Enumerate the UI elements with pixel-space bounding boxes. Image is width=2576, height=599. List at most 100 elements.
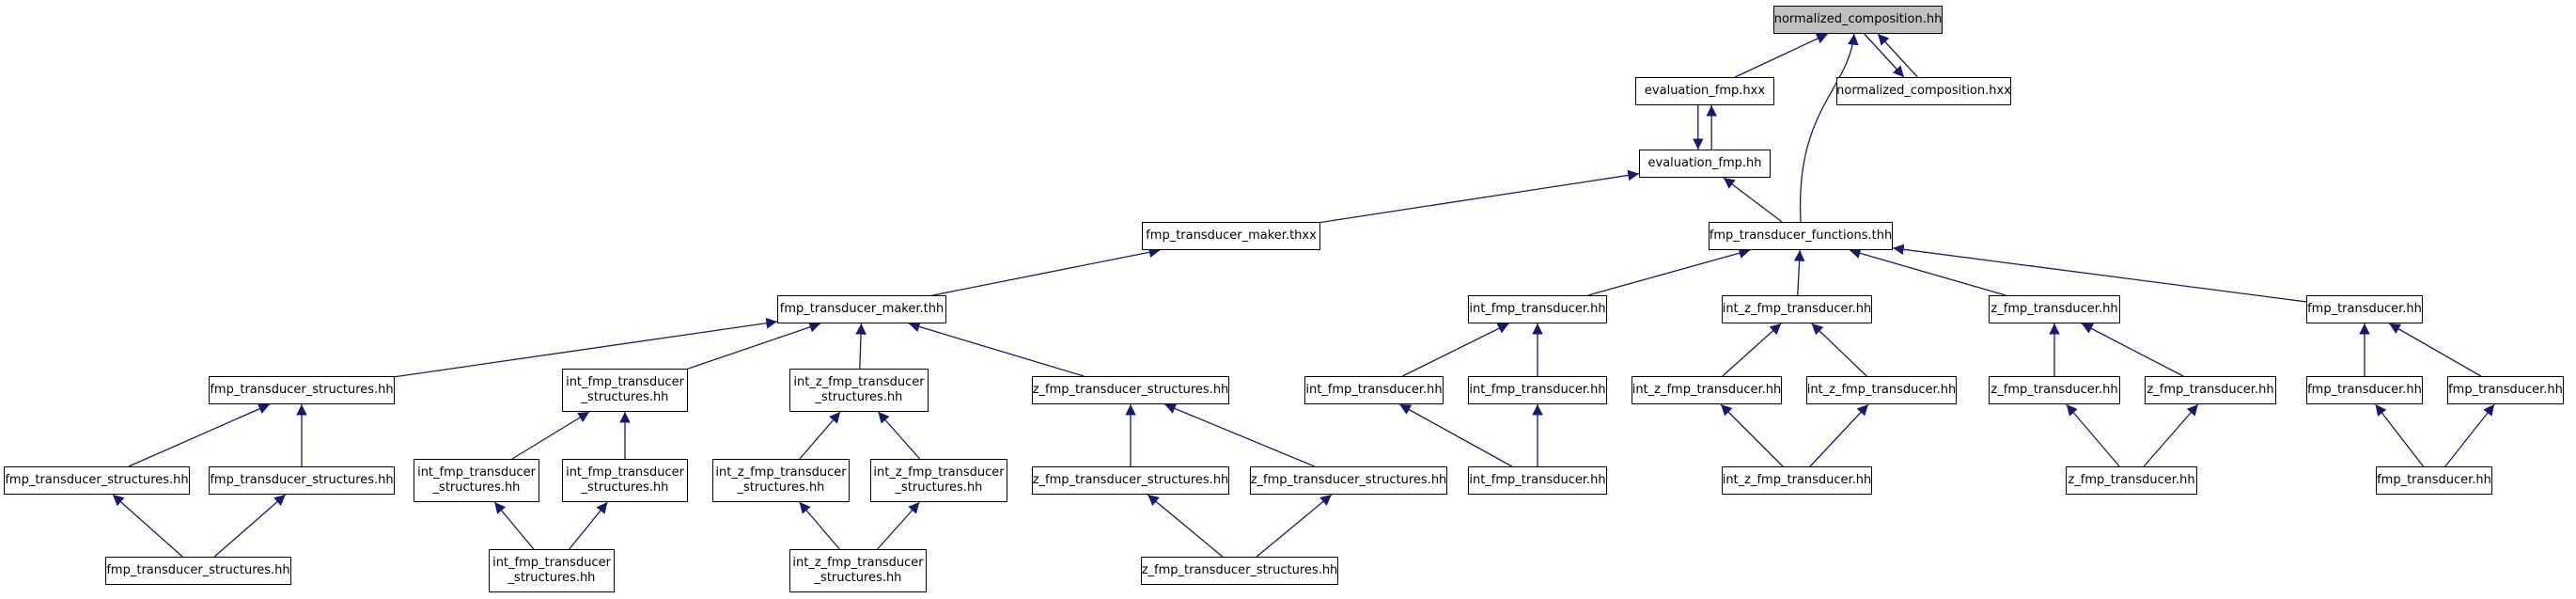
node-fmp-transducer-functions-thh[interactable]: fmp_transducer_functions.thh [1709, 222, 1893, 250]
edge-n33-to-n19 [2066, 403, 2120, 467]
node-label: int_z_fmp_transducer.hh [1806, 383, 1957, 397]
node-label: int_z_fmp_transducer.hh [1722, 302, 1872, 316]
edge-n14-to-n6 [908, 321, 1085, 377]
node-z-fmp-transducer-structures-hh[interactable]: z_fmp_transducer_structures.hh [1032, 466, 1229, 495]
node-z-fmp-transducer-structures-hh[interactable]: z_fmp_transducer_structures.hh [1032, 376, 1229, 404]
node-int-z-fmp-transducer-hh[interactable]: int_z_fmp_transducer.hh [1806, 376, 1957, 404]
edge-n5-to-n3 [1723, 177, 1783, 223]
node-fmp-transducer-structures-hh[interactable]: fmp_transducer_structures.hh [4, 466, 190, 495]
node-int-fmp-transducer-structures-hh[interactable]: int_fmp_transducer_structures.hh [562, 369, 688, 412]
node-int-z-fmp-transducer-hh[interactable]: int_z_fmp_transducer.hh [1722, 295, 1872, 323]
node-label: int_z_fmp_transducer.hh [1631, 383, 1782, 397]
node-label: fmp_transducer.hh [2307, 383, 2422, 397]
edge-n30-to-n14 [1164, 403, 1315, 467]
node-label: fmp_transducer.hh [2448, 383, 2563, 397]
edge-n36-to-n26 [569, 501, 608, 550]
node-label-line2: _structures.hh [581, 390, 669, 404]
node-label: int_z_fmp_transducer [715, 465, 847, 480]
node-int-fmp-transducer-hh[interactable]: int_fmp_transducer.hh [1468, 466, 1607, 495]
node-normalized-composition-hxx[interactable]: normalized_composition.hxx [1836, 77, 2011, 105]
edge-n8-to-n5 [1793, 249, 1805, 296]
node-label: z_fmp_transducer.hh [1991, 383, 2118, 397]
edge-n13-to-n6 [855, 323, 866, 370]
node-label-line2: _structures.hh [507, 571, 596, 585]
node-z-fmp-transducer-hh[interactable]: z_fmp_transducer.hh [1989, 295, 2120, 323]
node-z-fmp-transducer-hh[interactable]: z_fmp_transducer.hh [2145, 376, 2276, 404]
node-label: int_fmp_transducer.hh [1469, 302, 1606, 316]
node-label: int_fmp_transducer.hh [1469, 473, 1606, 487]
edge-n10-to-n5 [1892, 244, 2307, 303]
edge-n32-to-n18 [1809, 403, 1869, 467]
node-label: fmp_transducer_maker.thxx [1146, 229, 1317, 243]
node-fmp-transducer-structures-hh[interactable]: fmp_transducer_structures.hh [105, 557, 291, 585]
node-label: z_fmp_transducer_structures.hh [1141, 563, 1338, 577]
node-label-line2: _structures.hh [581, 481, 669, 495]
node-label: int_fmp_transducer.hh [1469, 383, 1606, 397]
node-label: z_fmp_transducer.hh [1991, 302, 2118, 316]
edge-n18-to-n8 [1811, 323, 1867, 377]
edge-n37-to-n27 [799, 501, 840, 550]
node-label-line2: _structures.hh [895, 481, 983, 495]
edge-n5-to-n0 [1799, 33, 1859, 223]
edge-n17-to-n8 [1722, 323, 1782, 377]
node-fmp-transducer-structures-hh[interactable]: fmp_transducer_structures.hh [209, 376, 395, 404]
node-int-fmp-transducer-hh[interactable]: int_fmp_transducer.hh [1468, 295, 1607, 323]
node-int-z-fmp-transducer-structures-hh[interactable]: int_z_fmp_transducer_structures.hh [789, 549, 927, 592]
node-fmp-transducer-hh[interactable]: fmp_transducer.hh [2376, 466, 2492, 495]
node-label: evaluation_fmp.hh [1647, 156, 1762, 170]
edge-n34-to-n22 [2444, 403, 2495, 467]
edge-n7-to-n5 [1587, 247, 1751, 296]
node-fmp-transducer-maker-thh[interactable]: fmp_transducer_maker.thh [777, 295, 946, 323]
node-int-z-fmp-transducer-structures-hh[interactable]: int_z_fmp_transducer_structures.hh [789, 369, 929, 412]
node-fmp-transducer-hh[interactable]: fmp_transducer.hh [2306, 376, 2423, 404]
node-label: normalized_composition.hh [1773, 12, 1943, 26]
edge-n28-to-n13 [877, 411, 921, 460]
node-evaluation-fmp-hh[interactable]: evaluation_fmp.hh [1639, 150, 1771, 178]
node-label: fmp_transducer_structures.hh [5, 473, 189, 487]
node-fmp-transducer-maker-thxx[interactable]: fmp_transducer_maker.thxx [1142, 222, 1320, 250]
node-int-fmp-transducer-structures-hh[interactable]: int_fmp_transducer_structures.hh [414, 459, 539, 502]
node-fmp-transducer-hh[interactable]: fmp_transducer.hh [2447, 376, 2564, 404]
node-int-z-fmp-transducer-hh[interactable]: int_z_fmp_transducer.hh [1631, 376, 1782, 404]
node-label: int_z_fmp_transducer [873, 465, 1005, 480]
edge-n34-to-n21 [2375, 403, 2424, 467]
node-z-fmp-transducer-structures-hh[interactable]: z_fmp_transducer_structures.hh [1141, 557, 1338, 585]
node-label-line2: _structures.hh [815, 390, 903, 404]
node-int-fmp-transducer-hh[interactable]: int_fmp_transducer.hh [1304, 376, 1444, 404]
edge-n38-to-n30 [1256, 494, 1333, 558]
node-label: fmp_transducer_structures.hh [210, 473, 394, 487]
node-int-fmp-transducer-structures-hh[interactable]: int_fmp_transducer_structures.hh [489, 549, 615, 592]
node-fmp-transducer-hh[interactable]: fmp_transducer.hh [2306, 295, 2423, 323]
edge-n15-to-n7 [1402, 323, 1509, 377]
edge-n32-to-n17 [1720, 403, 1784, 467]
node-int-fmp-transducer-hh[interactable]: int_fmp_transducer.hh [1468, 376, 1607, 404]
edge-n11-to-n6 [394, 317, 778, 378]
node-label-line2: _structures.hh [432, 481, 521, 495]
node-label: z_fmp_transducer.hh [2068, 473, 2195, 487]
node-label: int_fmp_transducer [417, 465, 536, 480]
node-label: int_fmp_transducer [566, 375, 684, 389]
node-label: int_z_fmp_transducer [793, 375, 925, 389]
node-label: fmp_transducer_structures.hh [210, 383, 394, 397]
edge-n20-to-n9 [2081, 323, 2184, 377]
node-z-fmp-transducer-structures-hh[interactable]: z_fmp_transducer_structures.hh [1250, 466, 1447, 495]
node-int-fmp-transducer-structures-hh[interactable]: int_fmp_transducer_structures.hh [562, 459, 688, 502]
node-int-z-fmp-transducer-structures-hh[interactable]: int_z_fmp_transducer_structures.hh [712, 459, 850, 502]
node-label-line2: _structures.hh [814, 571, 902, 585]
node-label: int_fmp_transducer [566, 465, 684, 480]
node-int-z-fmp-transducer-structures-hh[interactable]: int_z_fmp_transducer_structures.hh [870, 459, 1007, 502]
node-z-fmp-transducer-hh[interactable]: z_fmp_transducer.hh [2066, 466, 2197, 495]
node-label: z_fmp_transducer_structures.hh [1032, 473, 1229, 487]
node-label: z_fmp_transducer.hh [2147, 383, 2274, 397]
node-normalized-composition-hh: normalized_composition.hh [1773, 6, 1943, 34]
edge-n4-to-n3 [1319, 169, 1640, 224]
node-fmp-transducer-structures-hh[interactable]: fmp_transducer_structures.hh [209, 466, 395, 495]
node-label: z_fmp_transducer_structures.hh [1250, 473, 1447, 487]
edge-n22-to-n10 [2388, 323, 2482, 377]
node-evaluation-fmp-hxx[interactable]: evaluation_fmp.hxx [1635, 77, 1774, 105]
node-z-fmp-transducer-hh[interactable]: z_fmp_transducer.hh [1989, 376, 2120, 404]
node-label-line2: _structures.hh [737, 481, 825, 495]
node-label: int_fmp_transducer [492, 556, 611, 570]
edge-n27-to-n13 [799, 411, 841, 460]
node-int-z-fmp-transducer-hh[interactable]: int_z_fmp_transducer.hh [1722, 466, 1872, 495]
